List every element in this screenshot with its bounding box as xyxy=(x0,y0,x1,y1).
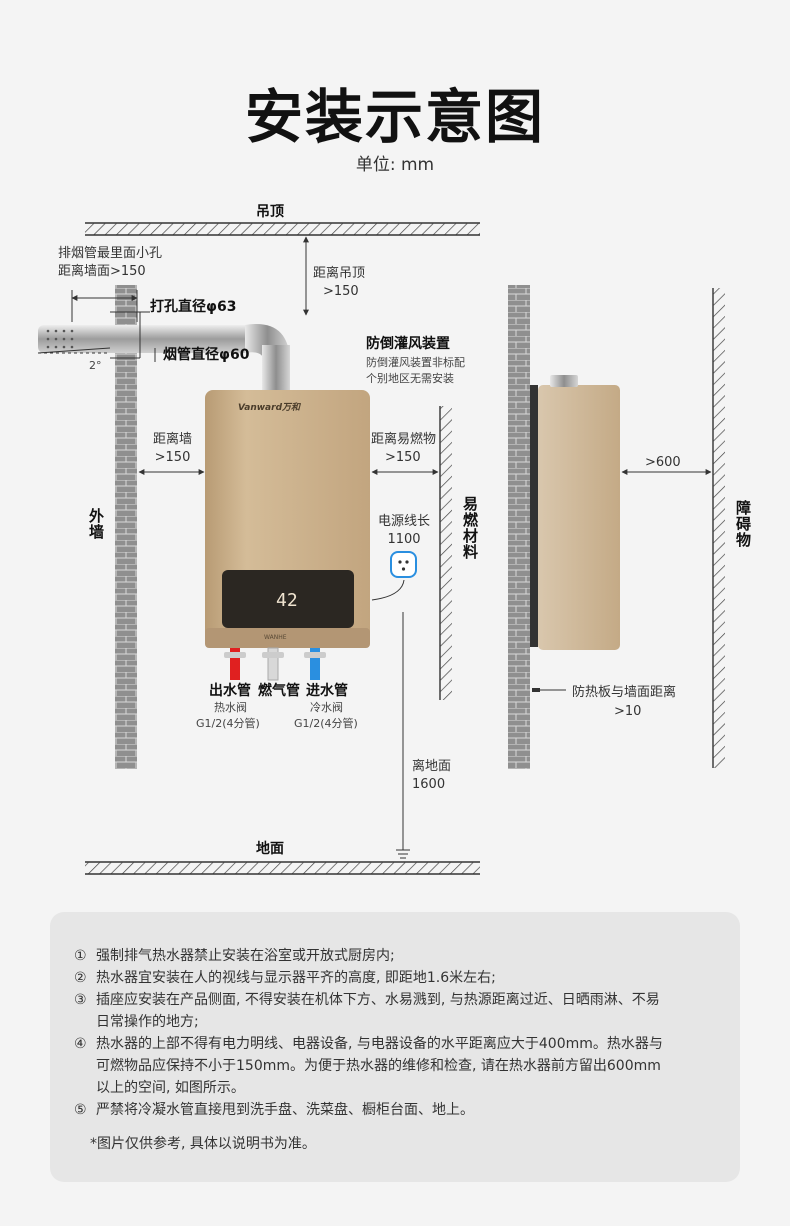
floor xyxy=(85,861,480,875)
note-number: ① xyxy=(74,948,87,964)
outlet-pipe-label: 出水管 xyxy=(209,683,251,699)
ceiling-distance-line2: >150 xyxy=(323,284,359,299)
notes-panel xyxy=(50,912,740,1182)
page-title: 安装示意图 xyxy=(244,83,545,151)
ceiling-label: 吊顶 xyxy=(256,204,284,220)
note-item: ⑤ 严禁将冷凝水管直接甩到洗手盘、洗菜盘、橱柜台面、地上。 xyxy=(74,1099,724,1121)
unit-label: 单位: mm xyxy=(355,155,435,175)
clearance-arrows xyxy=(138,469,712,859)
heat-shield-line2: >10 xyxy=(614,704,642,719)
note-item: ③ 插座应安装在产品侧面, 不得安装在机体下方、水易溅到, 与热源距离过近、日晒雨… xyxy=(74,989,724,1033)
flue-diameter-label: 烟管直径φ60 xyxy=(163,347,250,363)
wind-device-title: 防倒灌风装置 xyxy=(366,336,450,352)
cold-water-pipe xyxy=(310,648,320,680)
wall-distance-line2: >150 xyxy=(154,450,191,465)
power-cord-line1: 电源线长 xyxy=(377,514,430,529)
note-text-continued: 可燃物品应保持不小于150mm。为便于热水器的维修和检查, 请在热水器前方留出6… xyxy=(96,1058,661,1074)
note-item: ② 热水器宜安装在人的视线与显示器平齐的高度, 即距地1.6米左右; xyxy=(74,967,724,989)
wind-device-note-line1: 防倒灌风装置非标配 xyxy=(366,356,465,369)
flue-hole-note-line2: 距离墙面>150 xyxy=(58,264,146,279)
outer-wall xyxy=(115,285,137,769)
note-text: 强制排气热水器禁止安装在浴室或开放式厨房内; xyxy=(96,948,395,964)
flue-pipe xyxy=(38,324,290,390)
panel-text: WANHE xyxy=(264,634,287,641)
note-text: 严禁将冷凝水管直接甩到洗手盘、洗菜盘、橱柜台面、地上。 xyxy=(96,1102,474,1118)
flue-dimensions xyxy=(37,236,309,362)
note-text: 插座应安装在产品侧面, 不得安装在机体下方、水易溅到, 与热源距离过近、日晒雨淋… xyxy=(96,992,660,1008)
hot-valve-spec: G1/2(4分管) xyxy=(196,717,260,730)
ceiling-distance-line1: 距离吊顶 xyxy=(313,266,366,281)
flammable-wall xyxy=(439,406,452,700)
hot-water-pipe xyxy=(230,648,240,680)
brand-logo: Vanward万和 xyxy=(238,403,301,413)
power-outlet-icon xyxy=(390,551,417,578)
side-view-wall xyxy=(508,285,530,769)
hot-valve-label: 热水阀 xyxy=(214,701,247,714)
display-temperature: 42 xyxy=(276,590,298,611)
wind-device-note-line2: 个别地区无需安装 xyxy=(366,372,454,385)
obstacle-wall xyxy=(712,288,725,768)
flammable-label: 易燃材料 xyxy=(461,496,479,560)
drill-diameter-label: 打孔直径φ63 xyxy=(150,299,237,315)
note-number: ⑤ xyxy=(74,1102,87,1118)
note-number: ④ xyxy=(74,1036,87,1052)
note-text-continued: 以上的空间, 如图所示。 xyxy=(96,1080,245,1096)
gas-pipe-shape xyxy=(267,647,279,681)
cold-valve-spec: G1/2(4分管) xyxy=(294,717,358,730)
water-heater-front xyxy=(205,390,370,648)
footnote: *图片仅供参考, 具体以说明书为准。 xyxy=(90,1136,316,1152)
floor-label: 地面 xyxy=(256,841,284,857)
cold-valve-label: 冷水阀 xyxy=(310,701,343,714)
floor-distance-line1: 离地面 xyxy=(412,759,452,774)
gas-pipe-label: 燃气管 xyxy=(258,683,300,699)
water-heater-side xyxy=(530,375,620,692)
note-text: 热水器的上部不得有电力明线、电器设备, 与电器设备的水平距离应大于400mm。热… xyxy=(96,1036,663,1052)
obstacle-label: 障碍物 xyxy=(734,500,752,548)
ceiling xyxy=(85,222,480,236)
power-cord-line2: 1100 xyxy=(387,532,421,547)
inlet-pipe-label: 进水管 xyxy=(306,683,348,699)
note-text: 热水器宜安装在人的视线与显示器平齐的高度, 即距地1.6米左右; xyxy=(96,970,496,986)
note-text-continued: 日常操作的地方; xyxy=(96,1014,199,1030)
flammable-distance-line1: 距离易燃物 xyxy=(371,432,437,447)
flammable-distance-line2: >150 xyxy=(385,450,421,465)
wall-distance-line1: 距离墙 xyxy=(152,432,192,447)
note-number: ② xyxy=(74,970,87,986)
floor-distance-line2: 1600 xyxy=(412,777,446,792)
heat-shield-line1: 防热板与墙面距离 xyxy=(572,685,677,700)
outer-wall-label: 外墙 xyxy=(87,508,105,540)
flue-hole-note-line1: 排烟管最里面小孔 xyxy=(58,246,163,261)
angle-label: 2° xyxy=(89,359,102,372)
installation-diagram xyxy=(37,222,725,875)
note-item: ① 强制排气热水器禁止安装在浴室或开放式厨房内; xyxy=(74,945,724,967)
note-number: ③ xyxy=(74,992,87,1008)
front-clearance-label: >600 xyxy=(645,455,681,470)
note-item: ④ 热水器的上部不得有电力明线、电器设备, 与电器设备的水平距离应大于400mm。… xyxy=(74,1033,724,1099)
